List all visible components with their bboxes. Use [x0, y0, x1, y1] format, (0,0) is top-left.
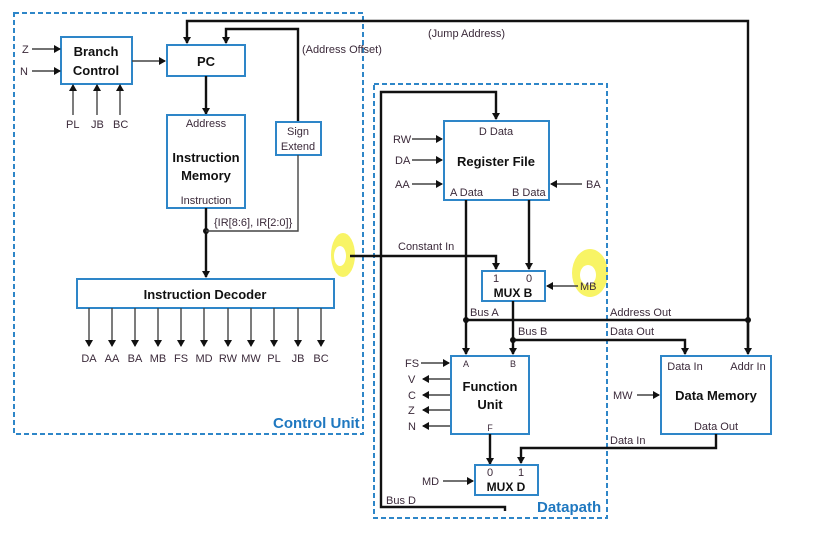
decoder-output-fs: FS	[174, 353, 188, 365]
fu-port-f: F	[487, 423, 493, 433]
mux-b-in1: 1	[493, 273, 499, 285]
decoder-output-jb: JB	[292, 353, 305, 365]
signal-bc: BC	[113, 119, 128, 131]
mux-d-in0: 0	[487, 467, 493, 479]
instruction-decoder-block	[76, 278, 335, 309]
bus-b-label: Bus B	[518, 326, 547, 338]
highlight-center	[580, 265, 596, 285]
mux-b-title: MUX B	[494, 286, 533, 300]
data-out-wire	[513, 338, 689, 355]
data-out-label: Data Out	[610, 326, 654, 338]
decoder-output-aa: AA	[105, 353, 120, 365]
signal-mb: MB	[580, 281, 597, 293]
bus-d-wire	[379, 90, 507, 511]
mux-b-block	[481, 270, 546, 302]
data-in-label: Data In	[610, 435, 645, 447]
branch-control-title: Control	[73, 63, 119, 78]
sign-extend-title: Extend	[281, 141, 315, 153]
register-file-block	[443, 120, 550, 201]
signal-md: MD	[422, 476, 439, 488]
signal-jb: JB	[91, 119, 104, 131]
dmem-data-out-port: Data Out	[694, 421, 738, 433]
regfile-b-data-port: B Data	[512, 187, 547, 199]
decoder-output-mb: MB	[150, 353, 167, 365]
fu-port-b: B	[510, 359, 516, 369]
mux-d-in1: 1	[518, 467, 524, 479]
mux-d-title: MUX D	[487, 480, 526, 494]
regfile-d-data-port: D Data	[479, 126, 514, 138]
address-offset-label: (Address Offset)	[302, 44, 382, 56]
decoder-title: Instruction Decoder	[144, 287, 267, 302]
decoder-output-bc: BC	[313, 353, 328, 365]
constant-in-label: Constant In	[398, 241, 454, 253]
imem-title: Memory	[181, 168, 232, 183]
dmem-addr-in-port: Addr In	[730, 361, 765, 373]
highlight-center	[334, 246, 346, 266]
signal-pl: PL	[66, 119, 79, 131]
sign-extend-title: Sign	[287, 126, 309, 138]
signal-rw: RW	[393, 134, 412, 146]
branch-control-title: Branch	[74, 44, 119, 59]
mux-d-block	[474, 464, 539, 496]
ir-bits-label: {IR[8:6], IR[2:0]}	[214, 217, 293, 229]
bus-d-label: Bus D	[386, 495, 416, 507]
mux-b-in0: 0	[526, 273, 532, 285]
imem-title: Instruction	[172, 150, 239, 165]
regfile-title: Register File	[457, 154, 535, 169]
fu-port-a: A	[463, 359, 469, 369]
datapath-region	[373, 83, 608, 519]
signal-aa: AA	[395, 179, 410, 191]
function-unit-block	[450, 355, 530, 435]
flag-n: N	[408, 421, 416, 433]
instruction-memory-block	[166, 114, 246, 209]
address-offset-wire	[222, 27, 300, 121]
decoder-output-mw: MW	[241, 353, 261, 365]
data-memory-block	[660, 355, 772, 435]
control-unit-region	[13, 12, 364, 435]
bus-a-label: Bus A	[470, 307, 499, 319]
constant-in-wire	[350, 254, 500, 270]
flag-z: Z	[408, 405, 415, 417]
imem-address-port: Address	[186, 118, 227, 130]
signal-n: N	[20, 66, 28, 78]
control-unit-label: Control Unit	[273, 415, 360, 432]
flag-v: V	[408, 374, 416, 386]
decoder-output-rw: RW	[219, 353, 238, 365]
signal-da: DA	[395, 155, 411, 167]
decoder-output-ba: BA	[128, 353, 143, 365]
sign-extend-block	[275, 121, 322, 156]
jump-address-wire	[183, 19, 750, 349]
datapath-label: Datapath	[537, 499, 601, 516]
fu-title: Function	[463, 379, 518, 394]
signal-z: Z	[22, 44, 29, 56]
signal-mw: MW	[613, 390, 633, 402]
decoder-output-da: DA	[81, 353, 97, 365]
address-out-label: Address Out	[610, 307, 671, 319]
jump-address-label: (Jump Address)	[428, 28, 505, 40]
flag-c: C	[408, 390, 416, 402]
fu-title: Unit	[477, 397, 503, 412]
decoder-output-pl: PL	[267, 353, 280, 365]
pc-title: PC	[197, 54, 216, 69]
ir-to-sign-extend-wire	[206, 155, 299, 232]
dmem-data-in-port: Data In	[667, 361, 702, 373]
imem-instruction-port: Instruction	[181, 195, 232, 207]
decoder-output-md: MD	[195, 353, 212, 365]
data-in-wire	[517, 434, 718, 464]
signal-fs: FS	[405, 358, 419, 370]
signal-ba: BA	[586, 179, 601, 191]
regfile-a-data-port: A Data	[450, 187, 484, 199]
dmem-title: Data Memory	[675, 388, 757, 403]
